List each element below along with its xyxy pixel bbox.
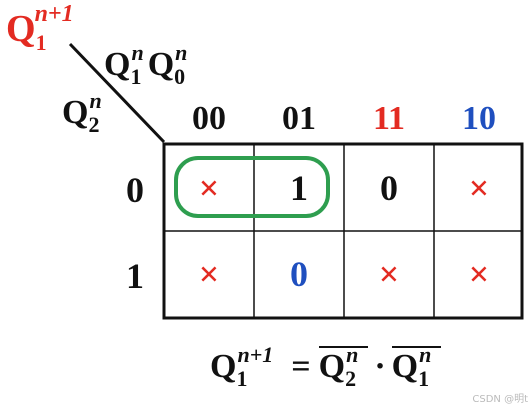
cell-r0-c10: × — [468, 168, 490, 208]
cell-r1-c11: × — [378, 254, 400, 294]
row-header-0: 0 — [126, 170, 144, 210]
cell-r1-c10: × — [468, 254, 490, 294]
cell-r0-c00: × — [198, 168, 220, 208]
row-header-1: 1 — [126, 256, 144, 296]
column-header-10: 10 — [462, 100, 496, 137]
row-variable-label: Q2n — [62, 88, 102, 137]
column-header-01: 01 — [282, 100, 316, 137]
cell-r0-c11: 0 — [380, 168, 398, 208]
cell-r0-c01: 1 — [290, 168, 308, 208]
result-equation: Q1n+1 = Q2n · Q1n — [210, 344, 442, 390]
output-variable-label: Q1n+1 — [6, 1, 74, 55]
column-header-11: 11 — [372, 100, 406, 137]
cell-r1-c01: 0 — [290, 254, 308, 294]
watermark: CSDN @明t — [472, 394, 528, 405]
cell-r1-c00: × — [198, 254, 220, 294]
column-header-00: 00 — [192, 100, 226, 137]
